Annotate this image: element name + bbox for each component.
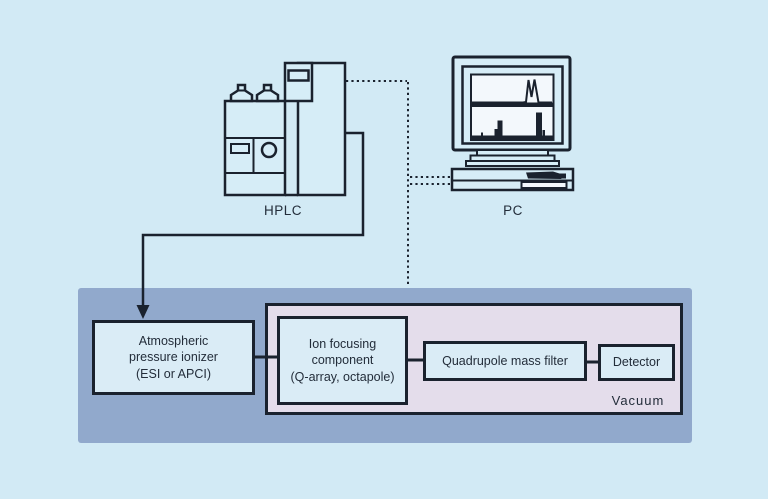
chromatogram-trace	[472, 79, 552, 104]
quadrupole-mass-filter-box: Quadrupole mass filter	[423, 341, 587, 381]
ionizer-line-3: (ESI or APCI)	[135, 366, 212, 381]
hplc-instrument-icon	[223, 61, 347, 197]
ion-focusing-component-box: Ion focusing component (Q-array, octapol…	[277, 316, 408, 405]
floppy-disk-icon	[526, 171, 566, 179]
ion-focusing-line-2: component	[311, 353, 374, 368]
signal-dotted-lines	[346, 80, 450, 287]
monitor-screen	[470, 73, 555, 141]
desktop-computer-icon	[450, 55, 575, 192]
detector-label: Detector	[612, 355, 661, 370]
ionizer-line-1: Atmospheric	[138, 333, 209, 348]
drive-slot	[520, 181, 568, 189]
ionizer-line-2: pressure ionizer	[129, 350, 218, 365]
atmospheric-pressure-ionizer-box: Atmospheric pressure ionizer (ESI or APC…	[92, 320, 255, 395]
pc-caption: PC	[503, 203, 523, 218]
ion-focusing-line-3: (Q-array, octapole)	[290, 369, 395, 384]
mass-spectrum-peaks	[481, 112, 545, 136]
detector-box: Detector	[598, 344, 675, 381]
quadrupole-label: Quadrupole mass filter	[442, 353, 568, 368]
vacuum-caption: Vacuum	[611, 393, 665, 408]
ion-focusing-line-1: Ion focusing	[308, 336, 377, 351]
hplc-caption: HPLC	[263, 203, 302, 218]
